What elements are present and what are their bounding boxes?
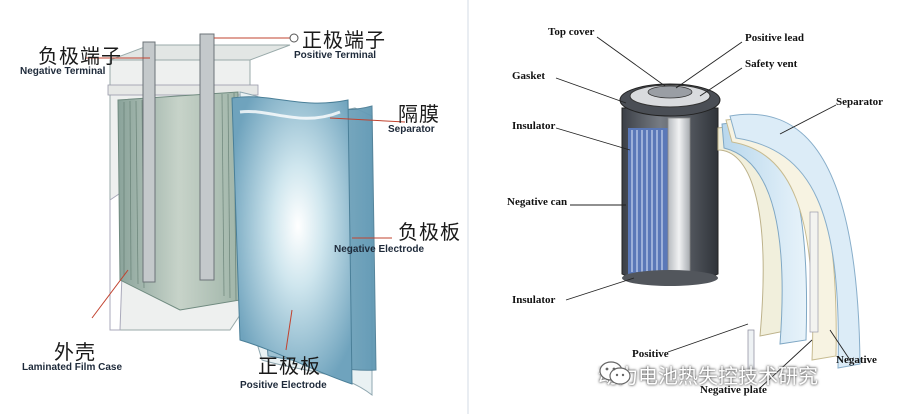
top-cover-label: Top cover xyxy=(548,26,595,38)
negative-tab xyxy=(809,211,819,333)
negative-can-label: Negative can xyxy=(507,196,568,208)
negative-terminal-en-label: Negative Terminal xyxy=(20,66,106,77)
pouch-cell-diagram xyxy=(86,33,406,397)
positive-sheet xyxy=(721,122,808,345)
positive-terminal-en-label: Positive Terminal xyxy=(294,50,377,61)
separator-cn-label: 隔膜 xyxy=(398,102,440,126)
safety-vent-label: Safety vent xyxy=(745,58,798,70)
positive-terminal-cn-label: 正极端子 xyxy=(302,28,386,52)
electrode-stack-sheets xyxy=(123,92,237,301)
panel-divider xyxy=(467,0,469,414)
right-leader-lines xyxy=(555,36,851,389)
watermark-text: 动力电池热失控技术研究 xyxy=(598,364,818,388)
negative-electrode-cn-label: 负极板 xyxy=(398,220,461,244)
negative-plate-label: Negative plate xyxy=(700,384,767,396)
negative-terminal-tab xyxy=(142,41,156,283)
positive-electrode-plate xyxy=(231,96,353,385)
negative-electrode-en-label: Negative Electrode xyxy=(334,244,425,255)
negative-sheet xyxy=(729,113,861,369)
separator-label: Separator xyxy=(836,96,884,108)
plate-highlight xyxy=(239,109,341,120)
separator-sheet-1 xyxy=(717,126,793,337)
jelly-roll-stripes xyxy=(631,130,663,272)
insulator-top-label: Insulator xyxy=(512,120,556,132)
gasket-label: Gasket xyxy=(512,70,545,82)
left-leader-lines xyxy=(86,37,406,351)
separator-sheet-2 xyxy=(725,118,837,361)
negative-terminal-cn-label: 负极端子 xyxy=(38,44,122,68)
case-en-label: Laminated Film Case xyxy=(22,362,123,373)
positive-terminal-marker xyxy=(289,33,299,43)
positive-label: Positive xyxy=(632,348,669,360)
positive-terminal-cap xyxy=(647,85,693,99)
positive-electrode-cn-label: 正极板 xyxy=(258,354,321,378)
positive-terminal-tab xyxy=(199,33,215,281)
wechat-icon xyxy=(599,361,631,385)
separator-en-label: Separator xyxy=(388,124,435,135)
safety-vent-disc xyxy=(629,84,711,108)
jelly-roll xyxy=(628,128,668,274)
center-pin xyxy=(667,117,691,279)
can-body xyxy=(621,107,719,282)
positive-electrode-en-label: Positive Electrode xyxy=(240,380,327,391)
positive-lead-label: Positive lead xyxy=(745,32,804,44)
insulator-bottom-label: Insulator xyxy=(512,294,556,306)
negative-label: Negative xyxy=(836,354,877,366)
watermark: 动力电池热失控技术研究 xyxy=(598,360,818,389)
case-cn-label: 外壳 xyxy=(54,340,96,364)
bottom-insulator xyxy=(622,270,718,286)
case-seal-strip xyxy=(107,84,259,96)
top-cover xyxy=(619,83,721,117)
